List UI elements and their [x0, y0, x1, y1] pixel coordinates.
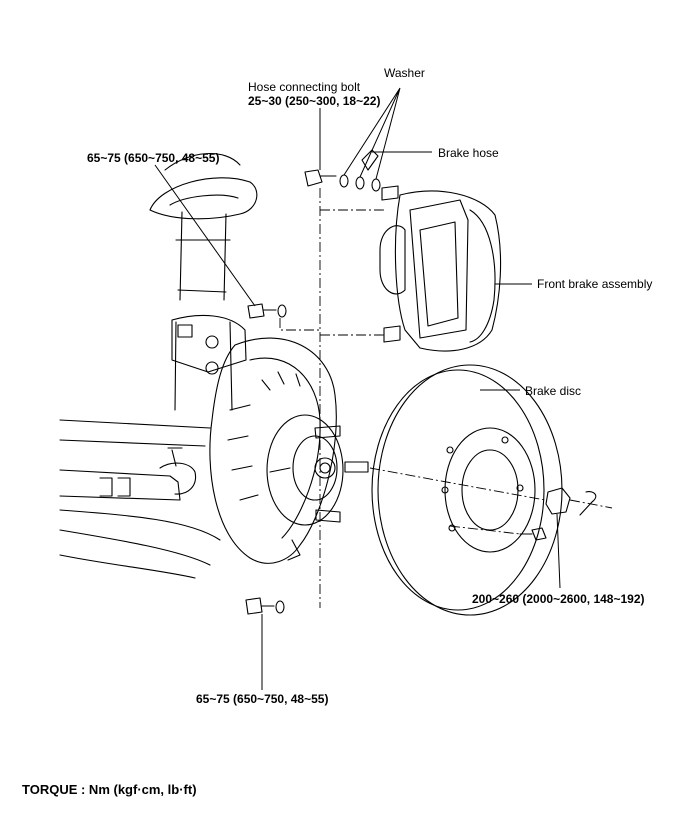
hub-nut	[545, 487, 597, 516]
lower-knuckle-bolt	[245, 597, 285, 615]
brake-disc	[371, 364, 563, 616]
brake-hose-label: Brake hose	[438, 146, 499, 160]
torque-units-footer: TORQUE : Nm (kgf·cm, lb·ft)	[22, 782, 197, 797]
brake-caliper	[379, 185, 502, 352]
leader-lines	[154, 87, 561, 690]
hose-bolt-torque-label: 25~30 (250~300, 18~22)	[248, 94, 381, 108]
washer-label: Washer	[384, 66, 425, 80]
alignment-lines	[279, 188, 613, 608]
upper-knuckle-bolt	[247, 303, 287, 319]
hub-nut-torque-label: 200~260 (2000~2600, 148~192)	[472, 592, 645, 606]
lower-bolt-torque-label: 65~75 (650~750, 48~55)	[196, 692, 329, 706]
hose-bolt	[304, 149, 381, 192]
brake-disc-label: Brake disc	[525, 384, 582, 398]
front-brake-assembly-label: Front brake assembly	[537, 277, 653, 291]
drive-shaft-lower-arm	[59, 419, 221, 579]
knuckle-dust-shield	[209, 337, 337, 564]
disc-screw	[519, 527, 547, 541]
strut-assembly	[149, 153, 258, 411]
wheel-hub	[266, 414, 369, 526]
hose-bolt-label: Hose connecting bolt	[248, 80, 361, 94]
upper-bolt-torque-label: 65~75 (650~750, 48~55)	[87, 151, 220, 165]
